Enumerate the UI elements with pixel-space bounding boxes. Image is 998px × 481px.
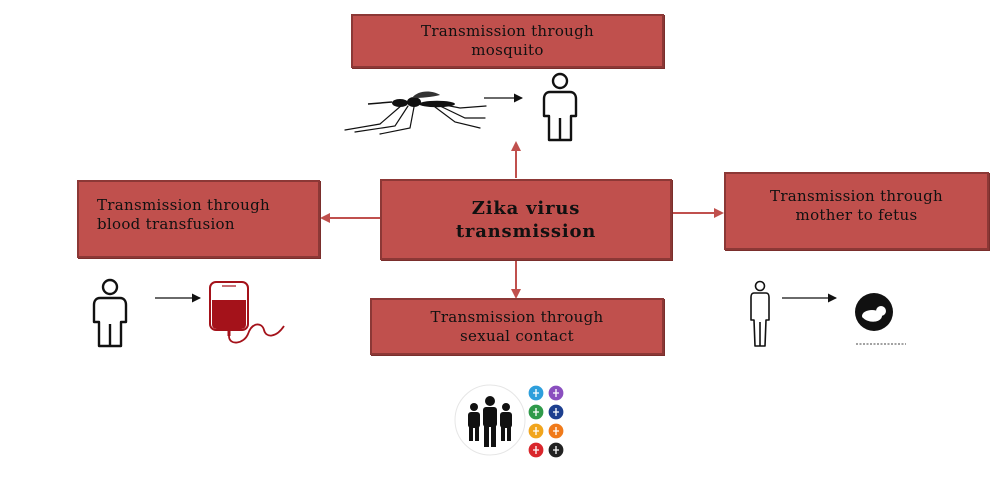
box-line: blood transfusion (97, 215, 235, 233)
person-icon (542, 72, 578, 142)
box-line: Transmission through (770, 187, 943, 205)
person-icon (750, 280, 770, 347)
person-icon (92, 278, 128, 348)
blood-transfusion-box: Transmission through blood transfusion (77, 180, 320, 258)
box-line: Transmission through (97, 196, 270, 214)
people-group-icon (454, 384, 526, 456)
center-line: transmission (455, 220, 597, 242)
box-line: Transmission through (430, 307, 604, 326)
gender-symbols-icon (527, 384, 565, 459)
mosquito-transmission-box: Transmission through mosquito (351, 14, 664, 68)
box-line: sexual contact (460, 326, 574, 345)
box-line: mosquito (471, 41, 544, 59)
center-line: Zika virus (471, 197, 581, 219)
mother-to-fetus-box: Transmission through mother to fetus (724, 172, 989, 250)
box-line: mother to fetus (795, 206, 918, 224)
fetus-icon (855, 293, 906, 345)
mosquito-icon (344, 91, 487, 135)
blood-bag-icon (209, 281, 285, 344)
sexual-contact-box: Transmission through sexual contact (370, 298, 664, 355)
zika-virus-transmission-box: Zika virus transmission (380, 179, 672, 260)
box-line: Transmission through (421, 22, 594, 40)
